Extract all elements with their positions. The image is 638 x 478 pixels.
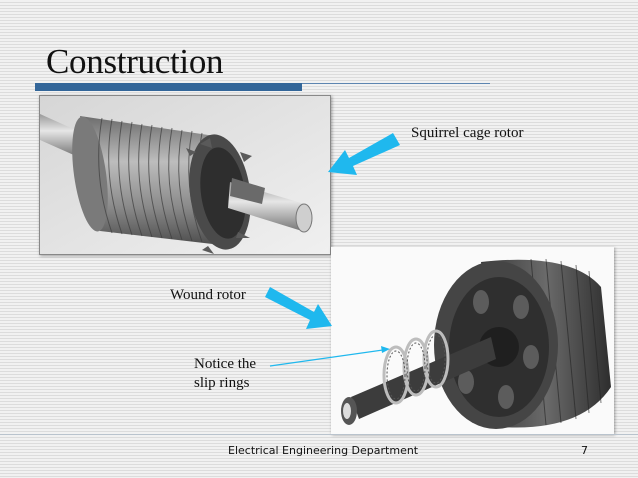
squirrel-cage-arrow-icon [328,133,400,175]
wound-rotor-label: Wound rotor [170,287,246,303]
title-underline-bar [35,83,302,91]
title-underline-line [302,83,490,84]
squirrel-cage-rotor-illustration [40,96,330,254]
slip-rings-label-line1: Notice the [194,356,257,372]
wound-rotor-illustration [331,247,614,434]
squirrel-cage-rotor-label: Squirrel cage rotor [411,125,524,141]
slide-title: Construction [46,42,224,81]
page-number: 7 [581,444,588,457]
slip-rings-label: Notice the slip rings [194,355,274,393]
wound-rotor-photo [331,247,614,434]
wound-rotor-arrow-icon [265,287,332,329]
footer-divider [0,434,638,435]
squirrel-cage-rotor-photo [39,95,331,255]
slip-rings-label-line2: slip rings [194,375,250,391]
footer-department: Electrical Engineering Department [228,444,419,457]
